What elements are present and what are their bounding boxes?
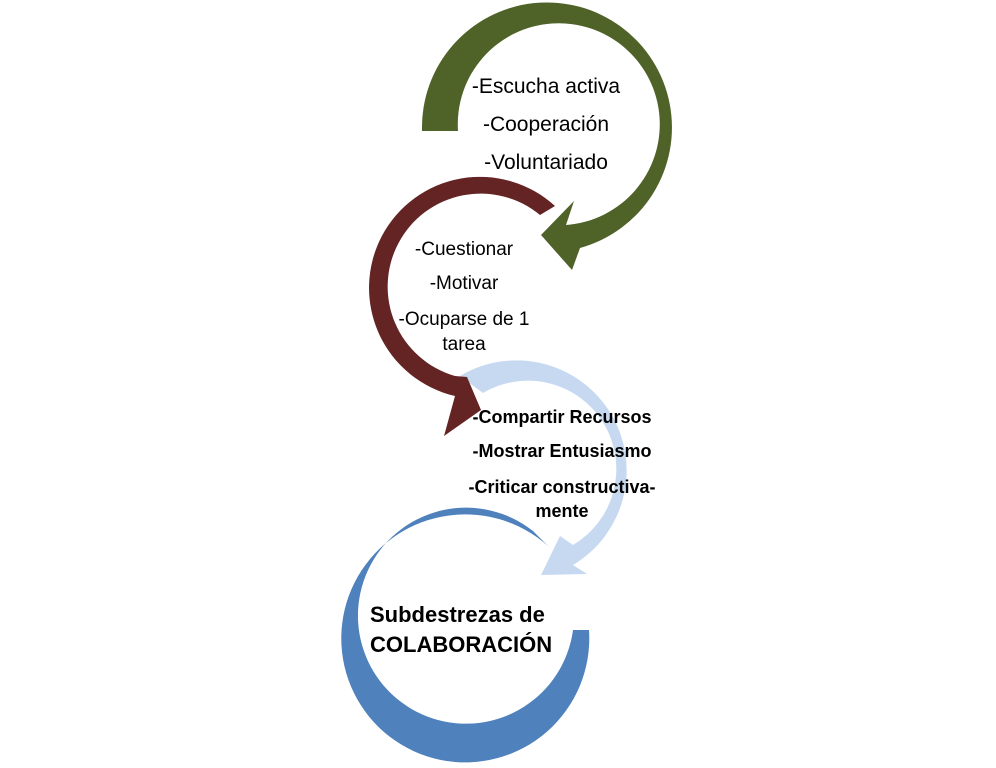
light-blue-item-mostrar: -Mostrar Entusiasmo	[472, 441, 652, 461]
light-blue-item-compartir: -Compartir Recursos	[472, 407, 652, 427]
maroon-arrow	[369, 176, 555, 436]
green-item-escucha: -Escucha activa	[471, 75, 621, 98]
light-blue-item-criticar: -Criticar constructiva-	[468, 477, 656, 497]
maroon-item-cuestionar: -Cuestionar	[414, 239, 514, 260]
green-item-cooperacion: -Cooperación	[482, 113, 610, 136]
maroon-item-tarea: tarea	[442, 334, 486, 355]
green-item-voluntariado: -Voluntariado	[484, 151, 608, 174]
green-arrow	[421, 2, 672, 271]
collaboration-title-line-1: Subdestrezas de	[370, 602, 545, 627]
light-blue-item-mente: mente	[535, 501, 589, 521]
collaboration-title-line-2: COLABORACIÓN	[370, 632, 553, 657]
light-blue-arrow	[460, 360, 627, 575]
maroon-item-ocuparse: -Ocuparse de 1	[398, 309, 530, 330]
maroon-item-motivar: -Motivar	[429, 273, 499, 294]
